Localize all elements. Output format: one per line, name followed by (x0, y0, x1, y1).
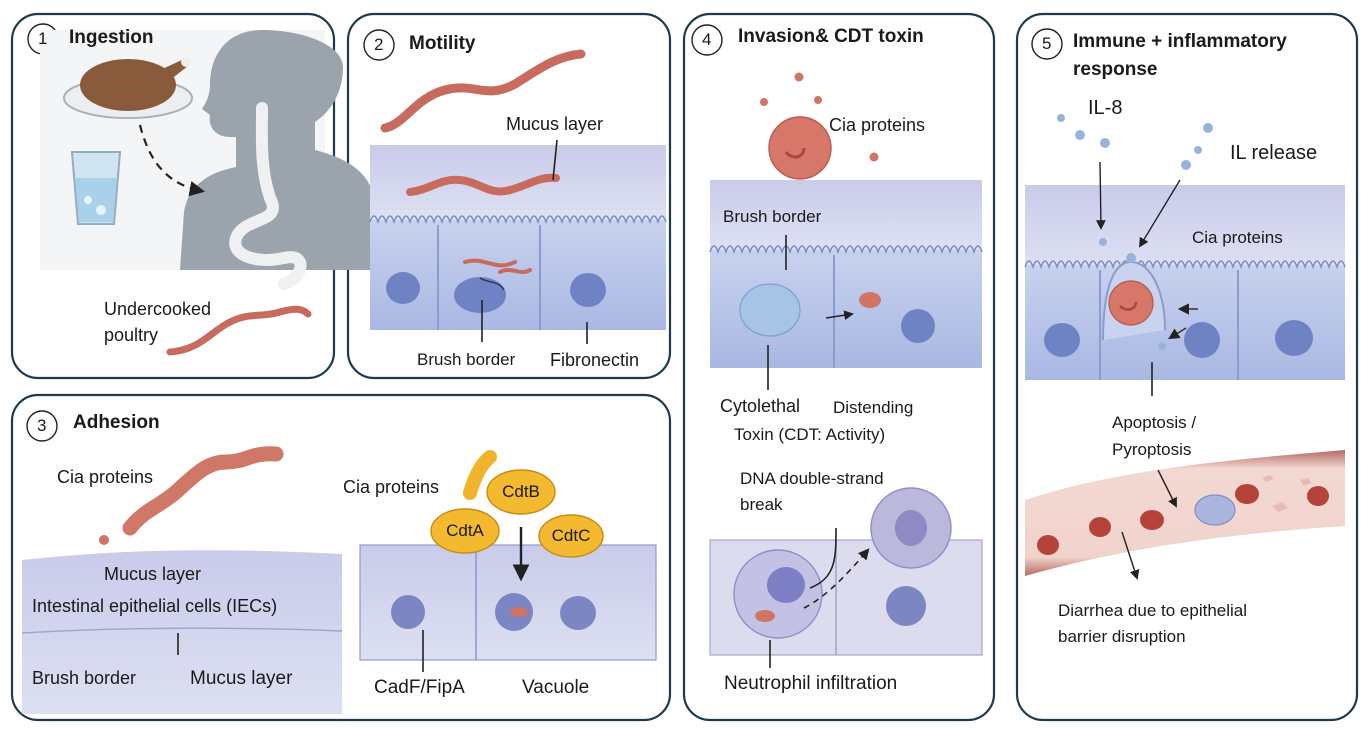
vacuole-icon (739, 283, 801, 337)
label-brush-border-p4: Brush border (723, 207, 822, 226)
bacterium-motility-top (380, 49, 586, 133)
panel-2-illustration (369, 145, 667, 330)
label-apoptosis: Apoptosis / (1112, 413, 1197, 432)
panel-5-number: 5 (1042, 34, 1052, 53)
panel-3-number-circle (26, 410, 58, 442)
il8-particle (1181, 160, 1191, 170)
label-brush-border-p3: Brush border (32, 668, 137, 688)
blood-vessel (1025, 450, 1345, 576)
label-iecs: Intestinal epithelial cells (IECs) (32, 596, 278, 616)
label-dna-break-1: DNA double-strand (740, 469, 884, 488)
il8-particle (1057, 114, 1065, 122)
panel-3-title: Adhesion (73, 412, 160, 433)
label-cia-proteins-p3-right: Cia proteins (343, 477, 440, 497)
label-vacuole: Vacuole (522, 677, 590, 698)
nucleus-icon (454, 277, 506, 313)
nucleus-icon (901, 309, 935, 343)
panel-5-illustration (1024, 161, 1346, 580)
label-mucus-layer-p3-bottom: Mucus layer (190, 668, 293, 689)
panel-2-number: 2 (374, 35, 384, 54)
label-cia-proteins-p5: Cia proteins (1192, 228, 1283, 247)
panel-4-number: 4 (702, 30, 712, 49)
bacterium-motility-mucus (406, 173, 560, 196)
digestive-tract-icon (229, 102, 307, 290)
toxin-cdtc-shape (538, 514, 604, 558)
nucleus-icon (560, 596, 596, 630)
label-undercooked-poultry: Undercooked poultry (104, 299, 212, 345)
panel-4-title: Invasion& CDT toxin (738, 26, 924, 47)
panel-1-number: 1 (38, 29, 48, 48)
label-brush-border-p2: Brush border (417, 350, 516, 369)
label-cia-proteins-p3-left: Cia proteins (57, 467, 154, 487)
label-toxin-cdt-activity: Toxin (CDT: Activity) (734, 425, 886, 444)
label-fibronectin: Fibronectin (550, 350, 640, 370)
nucleus-icon (1184, 322, 1220, 358)
panel-1-illustration (40, 30, 375, 290)
il8-particle (1203, 123, 1213, 133)
cia-particle (794, 72, 804, 82)
cia-particle (869, 152, 879, 162)
label-cdta: CdtA (446, 521, 484, 540)
nucleus-icon (886, 586, 926, 626)
panel-1-title: Ingestion (69, 27, 154, 48)
label-mucus-layer-p3-top: Mucus layer (104, 564, 202, 584)
panel-5-number-circle (1031, 28, 1063, 60)
nucleus-icon (570, 273, 606, 307)
toxin-cdta-shape (430, 508, 500, 554)
toxin-cdtb-shape (486, 469, 556, 515)
label-cia-proteins-p4: Cia proteins (829, 115, 926, 135)
panel-5-title-line-2: response (1073, 59, 1158, 80)
cia-protein-dot (99, 535, 109, 545)
label-diarrhea-2: barrier disruption (1058, 627, 1186, 646)
label-cytolethal: Cytolethal (720, 396, 801, 416)
nucleus-icon (386, 272, 420, 304)
cia-particle (760, 98, 768, 106)
panel-3-number: 3 (37, 416, 47, 435)
label-neutrophil-infiltration: Neutrophil infiltration (724, 673, 898, 694)
panel-2-title: Motility (409, 33, 476, 54)
cia-protein-sphere (768, 116, 832, 180)
mucus-pointer-line (552, 139, 558, 181)
nucleus-icon (391, 595, 425, 629)
label-distending: Distending (833, 398, 914, 417)
label-il8: IL-8 (1088, 97, 1123, 119)
label-dna-break-2: break (740, 495, 783, 514)
chicken-icon (80, 59, 176, 111)
label-diarrhea-1: Diarrhea due to epithelial (1058, 601, 1248, 620)
bacterium-adhesion (122, 446, 284, 536)
toxin-fragment (463, 450, 497, 500)
panel-4-illustration (709, 180, 983, 668)
label-cdtb: CdtB (502, 482, 540, 501)
il8-particle (1075, 130, 1085, 140)
bacterium-panel-1 (166, 305, 312, 356)
nucleus-icon (1275, 320, 1313, 356)
label-il-release: IL release (1230, 142, 1318, 164)
human-silhouette (180, 30, 375, 270)
il8-particle (1194, 146, 1202, 154)
label-cdtc: CdtC (551, 526, 591, 545)
nucleus-icon (1044, 323, 1080, 357)
panel-3-right-illustration (359, 544, 657, 672)
panel-5-title-line-1: Immune + inflammatory (1073, 31, 1287, 52)
label-pyroptosis: Pyroptosis (1112, 440, 1192, 459)
panel-2-number-circle (363, 29, 395, 61)
label-mucus-layer-p2: Mucus layer (506, 114, 604, 134)
panel-4-number-circle (691, 24, 723, 56)
ingestion-dashed-arrow (138, 124, 206, 197)
il8-particle (1100, 138, 1110, 148)
cia-particle (814, 96, 822, 104)
panel-3-left-illustration (21, 550, 343, 714)
label-cadf-fipa: CadF/FipA (374, 677, 465, 698)
